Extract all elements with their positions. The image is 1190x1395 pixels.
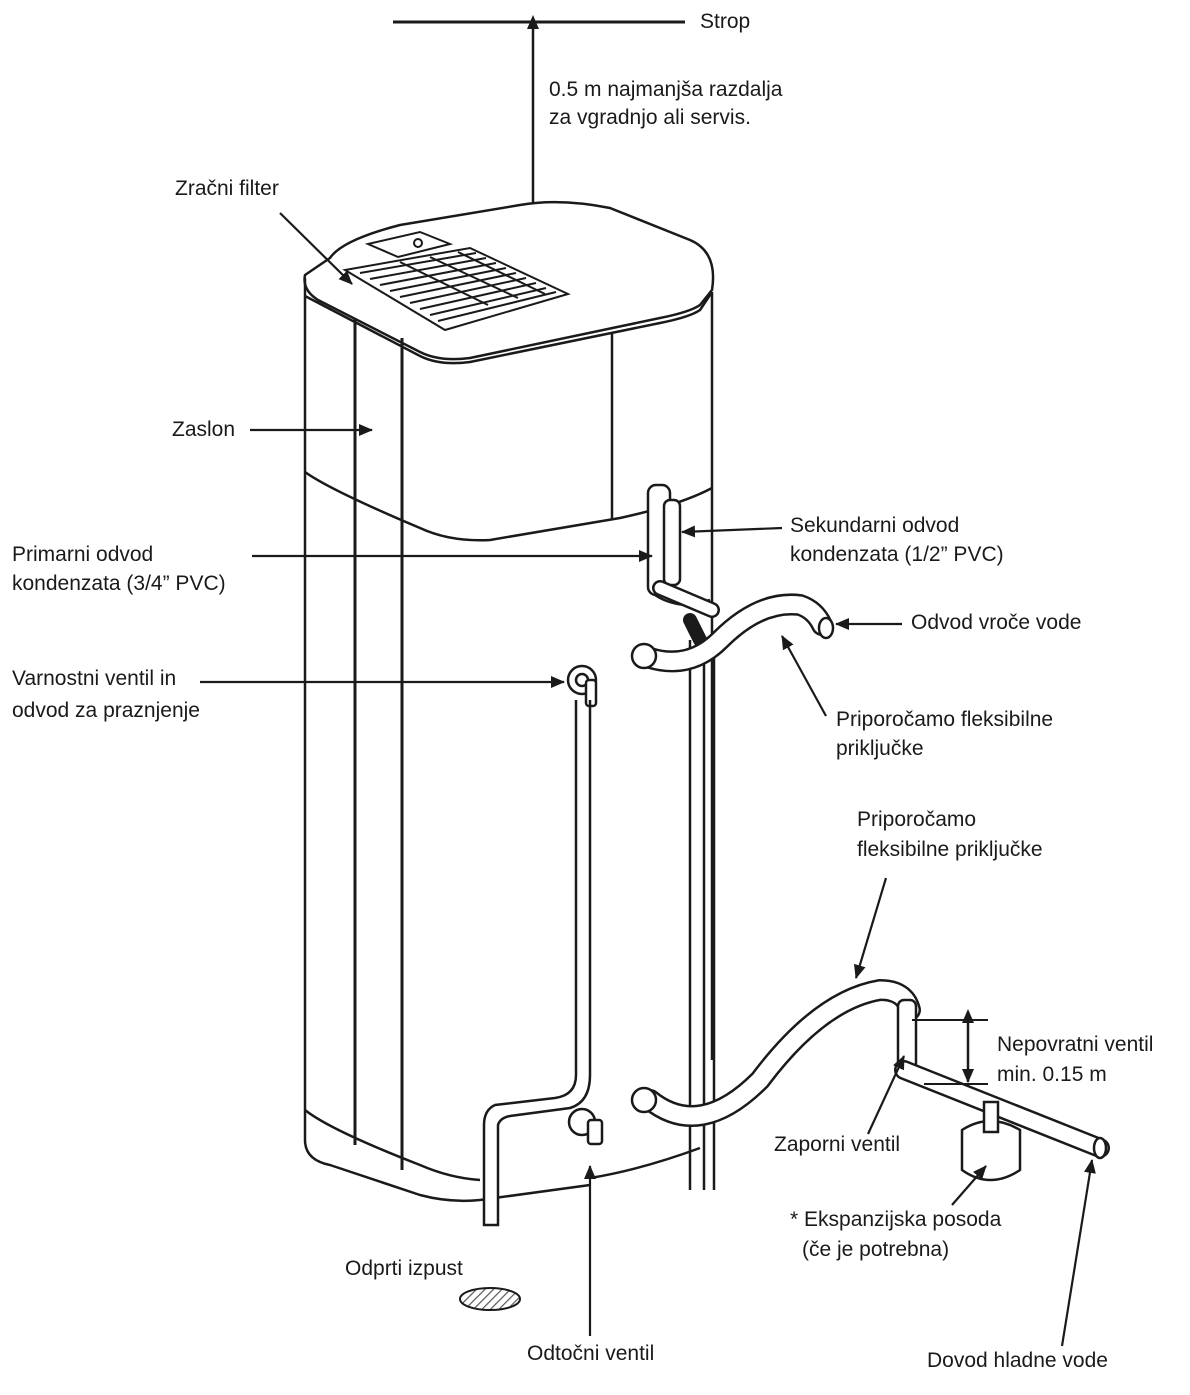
leader-flex-upper bbox=[781, 635, 827, 717]
label-hot-water-outlet: Odvod vroče vode bbox=[911, 611, 1082, 634]
label-secondary-drain-line1: Sekundarni odvod bbox=[790, 514, 960, 537]
safety-valve-assembly bbox=[482, 664, 598, 1227]
leader-cold-water bbox=[1060, 1159, 1096, 1347]
label-drain-valve: Odtočni ventil bbox=[527, 1342, 655, 1365]
leader-secondary-drain bbox=[681, 525, 783, 538]
leader-air-filter bbox=[279, 212, 353, 285]
label-secondary-drain-line2: kondenzata (1/2” PVC) bbox=[790, 543, 1004, 566]
leader-arrows bbox=[200, 212, 1096, 1347]
cold-inlet-pipework bbox=[894, 998, 1110, 1182]
label-open-drain: Odprti izpust bbox=[345, 1257, 463, 1280]
label-display: Zaslon bbox=[172, 418, 236, 441]
air-filter-grille bbox=[342, 230, 571, 332]
body-outline bbox=[303, 296, 481, 1203]
label-air-filter: Zračni filter bbox=[175, 177, 279, 200]
label-clearance-line2: za vgradnjo ali servis. bbox=[549, 106, 751, 129]
label-flex-upper-line2: priključke bbox=[836, 737, 924, 760]
label-ceiling: Strop bbox=[700, 10, 751, 33]
open-drain-hatch bbox=[459, 1287, 521, 1311]
label-expansion-tank-line2: (če je potrebna) bbox=[802, 1238, 950, 1261]
label-shutoff-valve: Zaporni ventil bbox=[774, 1133, 901, 1156]
label-expansion-tank-line1: * Ekspanzijska posoda bbox=[790, 1208, 1002, 1231]
label-primary-drain-line2: kondenzata (3/4” PVC) bbox=[12, 572, 226, 595]
water-heater-unit bbox=[303, 200, 715, 1203]
hot-water-hose bbox=[630, 593, 835, 673]
leader-expansion-tank bbox=[951, 1165, 987, 1206]
label-clearance-line1: 0.5 m najmanjša razdalja bbox=[549, 78, 783, 101]
label-primary-drain-line1: Primarni odvod bbox=[12, 543, 154, 566]
label-safety-valve-line2: odvod za praznjenje bbox=[12, 699, 200, 722]
leader-flex-lower bbox=[853, 877, 888, 979]
leader-shutoff-valve bbox=[867, 1055, 905, 1135]
label-check-valve-line2: min. 0.15 m bbox=[997, 1063, 1107, 1086]
label-cold-water-inlet: Dovod hladne vode bbox=[927, 1349, 1108, 1372]
drain-valve bbox=[567, 1107, 604, 1146]
label-flex-lower-line2: fleksibilne priključke bbox=[857, 838, 1043, 861]
condensate-pipes bbox=[646, 483, 720, 647]
label-safety-valve-line1: Varnostni ventil in bbox=[12, 667, 177, 690]
label-check-valve-line1: Nepovratni ventil bbox=[997, 1033, 1154, 1056]
label-flex-upper-line1: Priporočamo fleksibilne bbox=[836, 708, 1054, 731]
label-flex-lower-line1: Priporočamo bbox=[857, 808, 977, 831]
cold-water-hose bbox=[630, 978, 921, 1127]
control-box bbox=[364, 230, 454, 259]
